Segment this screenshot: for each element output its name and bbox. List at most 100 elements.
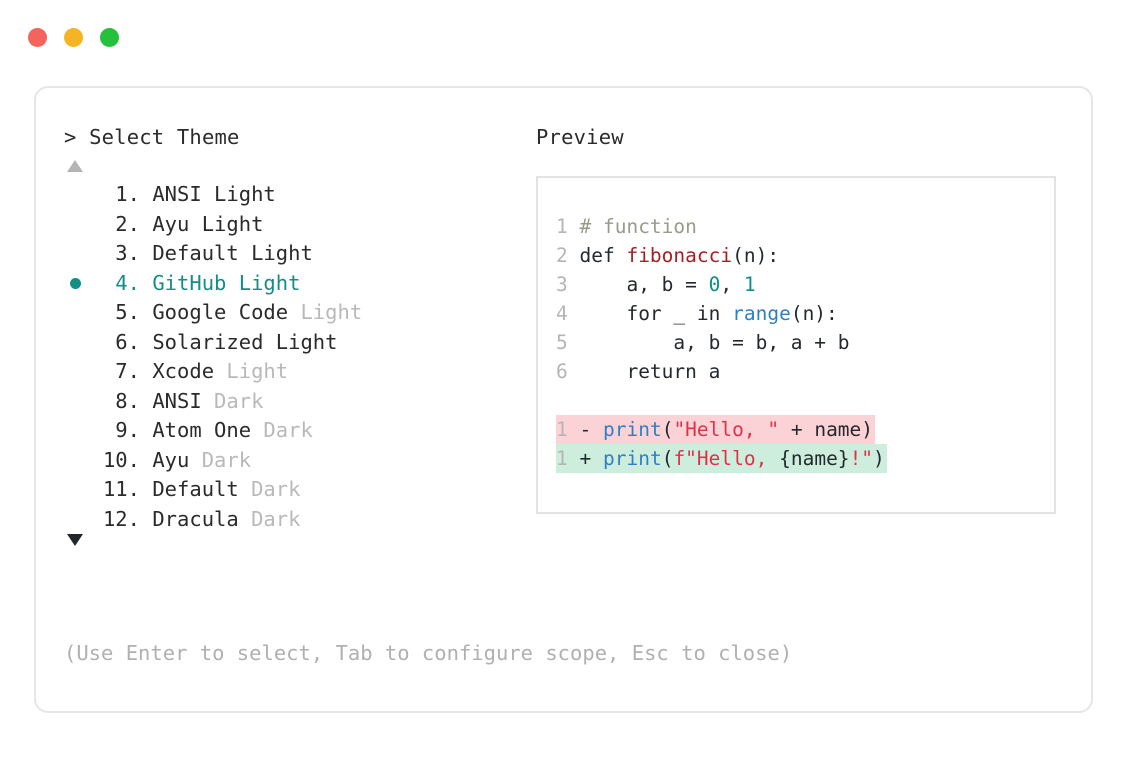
code-line: 4 for _ in range(n):	[556, 299, 1054, 328]
code-token-fn: fibonacci	[626, 244, 733, 267]
selection-bullet-cell	[64, 505, 94, 535]
theme-list-item[interactable]: 1. ANSI Light	[64, 180, 534, 210]
diff-line-wrapper: 1 + print(f"Hello, {name}!")	[556, 444, 1054, 473]
code-token-call: range	[732, 302, 791, 325]
diff-token-plain: (	[661, 418, 674, 441]
diff-token-str: "Hello, "	[673, 418, 780, 441]
code-token-kw: def	[567, 244, 627, 267]
code-token-plain: (n):	[790, 302, 838, 325]
selection-bullet-cell	[64, 387, 94, 417]
selection-bullet-cell	[64, 180, 94, 210]
theme-item-index: 11.	[102, 477, 140, 501]
code-token-plain: a, b = b, a + b	[567, 331, 850, 354]
theme-list-item[interactable]: 4. GitHub Light	[64, 269, 534, 299]
theme-item-variant-suffix: Dark	[189, 447, 252, 472]
diff-line-added: 1 + print(f"Hello, {name}!")	[556, 444, 887, 473]
selection-bullet-cell	[64, 416, 94, 446]
theme-picker-card: > Select Theme 1. ANSI Light 2. Ayu Ligh…	[34, 86, 1093, 713]
diff-sample: 1 - print("Hello, " + name)1 + print(f"H…	[556, 415, 1054, 473]
diff-token-str: !"	[849, 447, 874, 470]
diff-line-wrapper: 1 - print("Hello, " + name)	[556, 415, 1054, 444]
diff-marker: +	[567, 447, 603, 470]
code-line-number: 2	[556, 244, 568, 267]
window-titlebar	[28, 28, 119, 47]
theme-list-item[interactable]: 7. Xcode Light	[64, 357, 534, 387]
theme-item-name: Dracula	[140, 506, 239, 531]
selection-bullet-cell	[64, 210, 94, 240]
theme-list[interactable]: 1. ANSI Light 2. Ayu Light 3. Default Li…	[64, 180, 534, 534]
code-token-num: 0	[708, 273, 721, 296]
code-token-comment: # function	[567, 215, 697, 238]
diff-token-call: print	[602, 418, 662, 441]
code-token-plain: a, b =	[567, 273, 709, 296]
selection-bullet-cell	[64, 446, 94, 476]
scroll-up-arrow-icon[interactable]	[67, 160, 83, 172]
theme-item-name: Atom One	[140, 418, 252, 442]
theme-item-name: Xcode	[140, 359, 215, 383]
theme-item-name: Google Code	[140, 300, 289, 324]
theme-item-name: Default	[140, 477, 239, 501]
selection-bullet-cell	[64, 475, 94, 505]
theme-selector-pane: > Select Theme 1. ANSI Light 2. Ayu Ligh…	[64, 124, 534, 546]
diff-line-removed: 1 - print("Hello, " + name)	[556, 415, 876, 444]
theme-item-index: 4.	[102, 270, 140, 295]
diff-token-plain: {name}	[779, 447, 850, 470]
theme-list-item[interactable]: 2. Ayu Light	[64, 210, 534, 240]
theme-list-item[interactable]: 6. Solarized Light	[64, 328, 534, 358]
code-line-number: 1	[556, 215, 568, 238]
theme-item-variant-suffix: Dark	[238, 477, 301, 501]
code-line-number: 4	[556, 302, 568, 325]
theme-item-name: Ayu	[140, 447, 190, 472]
theme-list-item[interactable]: 10. Ayu Dark	[64, 446, 534, 476]
theme-item-index: 7.	[102, 359, 140, 383]
diff-marker: -	[567, 418, 603, 441]
theme-item-variant-suffix: Dark	[201, 388, 264, 413]
code-line-number: 3	[556, 273, 568, 296]
diff-token-call: print	[602, 447, 662, 470]
theme-item-variant-suffix: Light	[214, 359, 289, 383]
selection-bullet-cell	[64, 269, 94, 299]
code-line: 5 a, b = b, a + b	[556, 328, 1054, 357]
code-line-number: 5	[556, 331, 568, 354]
theme-list-item[interactable]: 12. Dracula Dark	[64, 505, 534, 535]
theme-list-item[interactable]: 11. Default Dark	[64, 475, 534, 505]
theme-item-name: ANSI Light	[140, 182, 276, 206]
maximize-dot[interactable]	[100, 28, 119, 47]
code-token-plain: (n):	[732, 244, 780, 267]
preview-title: Preview	[536, 125, 624, 149]
code-line: 2 def fibonacci(n):	[556, 241, 1054, 270]
code-token-plain: ,	[720, 273, 744, 296]
diff-token-plain: )	[873, 447, 885, 470]
theme-item-name: Solarized Light	[140, 329, 338, 354]
diff-line-number: 1	[556, 447, 568, 470]
minimize-dot[interactable]	[64, 28, 83, 47]
theme-item-index: 5.	[102, 300, 140, 324]
theme-item-index: 6.	[102, 329, 140, 354]
theme-list-item[interactable]: 9. Atom One Dark	[64, 416, 534, 446]
selection-bullet-cell	[64, 298, 94, 328]
code-line-number: 6	[556, 360, 568, 383]
theme-item-index: 9.	[102, 418, 140, 442]
theme-item-name: Ayu Light	[140, 211, 264, 236]
theme-list-item[interactable]: 3. Default Light	[64, 239, 534, 269]
code-token-kw: for _ in	[567, 302, 733, 325]
theme-item-index: 1.	[102, 182, 140, 206]
theme-item-name: GitHub Light	[140, 270, 301, 295]
theme-list-item[interactable]: 5. Google Code Light	[64, 298, 534, 328]
diff-token-plain: + name)	[779, 418, 874, 441]
selection-bullet-cell	[64, 239, 94, 269]
scroll-down-arrow-icon[interactable]	[67, 534, 83, 546]
card-columns: > Select Theme 1. ANSI Light 2. Ayu Ligh…	[36, 88, 1091, 711]
theme-list-item[interactable]: 8. ANSI Dark	[64, 387, 534, 417]
theme-item-variant-suffix: Dark	[251, 418, 313, 442]
selection-bullet-cell	[64, 357, 94, 387]
selection-bullet-cell	[64, 328, 94, 358]
code-token-num: 1	[743, 273, 756, 296]
theme-item-index: 2.	[102, 211, 140, 236]
code-line: 6 return a	[556, 357, 1054, 386]
diff-token-plain: (	[661, 447, 674, 470]
theme-item-variant-suffix: Dark	[238, 506, 301, 531]
close-dot[interactable]	[28, 28, 47, 47]
